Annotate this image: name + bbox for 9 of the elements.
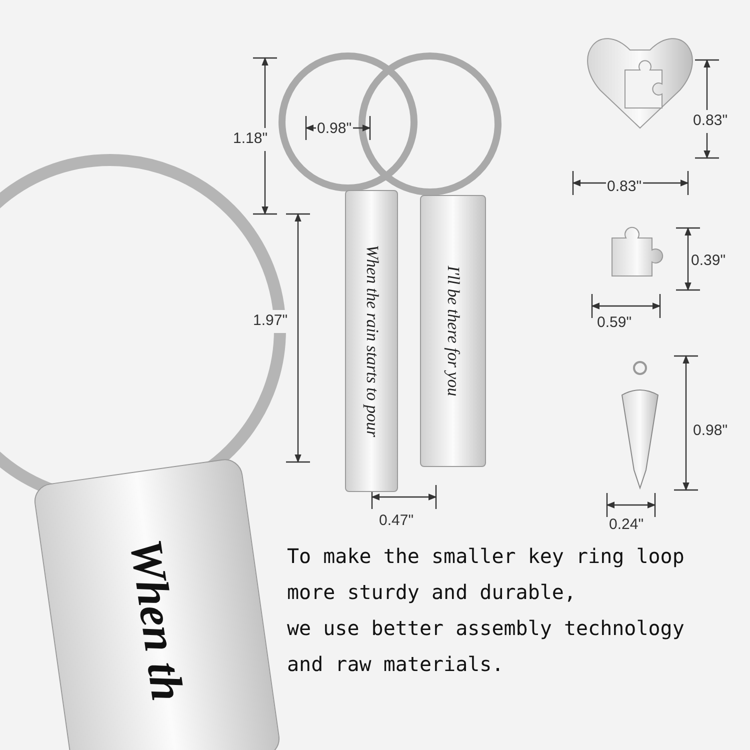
dimension-label: 1.97": [252, 310, 289, 332]
engraved-text: I'll be there for you: [442, 266, 464, 396]
engraved-text: When th: [119, 535, 195, 706]
dimension-label: 0.83": [692, 110, 729, 132]
dimension-label: 1.18": [232, 128, 269, 150]
engraved-text: When the rain starts to pour: [361, 244, 382, 438]
metal-tag: [345, 190, 398, 492]
metal-tag: [420, 195, 486, 467]
note-text: we use better assembly technology and raw materials.: [287, 615, 686, 678]
